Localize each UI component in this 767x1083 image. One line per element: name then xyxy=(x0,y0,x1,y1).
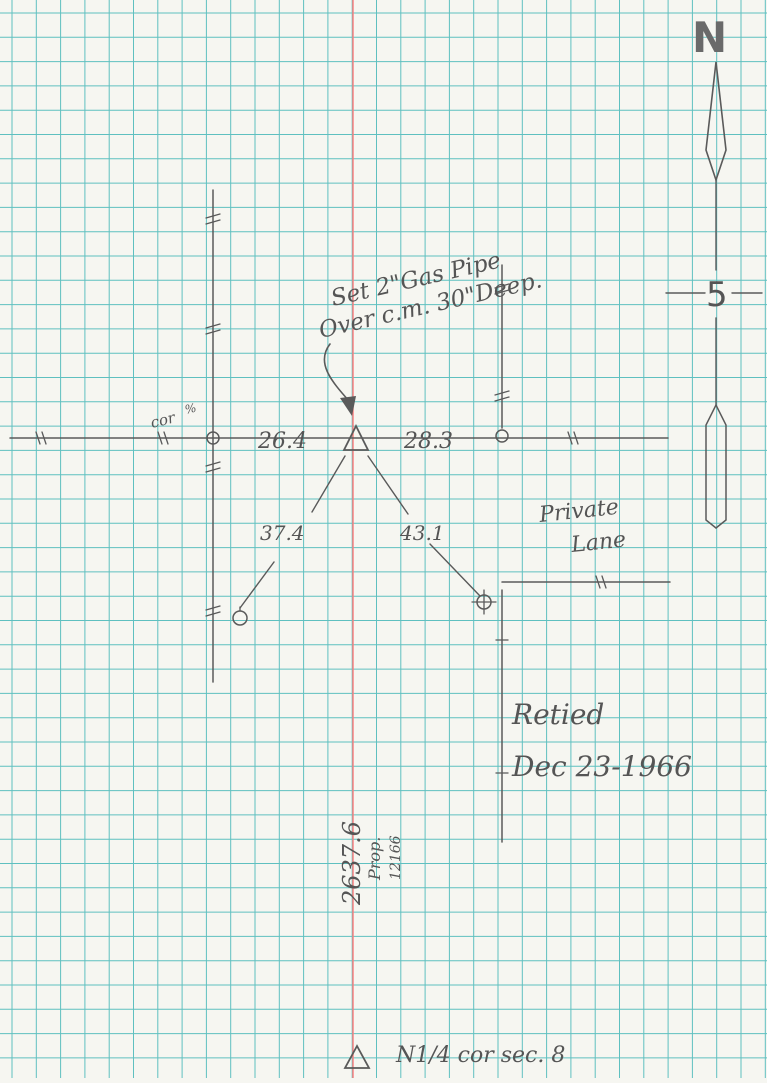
north-arrow: N 5 xyxy=(665,13,763,529)
private-lane-label-2: Lane xyxy=(569,527,627,558)
quarter-corner-label: N1/4 cor sec. 8 xyxy=(395,1043,565,1068)
distance-sw-label: 37.4 xyxy=(260,521,305,545)
tie-line-se-lower xyxy=(429,543,481,597)
corner-monument-east xyxy=(495,429,509,443)
hatch-marks xyxy=(35,213,607,774)
distance-se-label: 43.1 xyxy=(399,521,445,545)
corner-monument-west xyxy=(206,431,220,445)
north-arrow-tail xyxy=(705,403,727,529)
note-arrowhead xyxy=(340,396,356,416)
tie-line-sw-upper xyxy=(311,455,346,513)
retied-label: Retied xyxy=(511,698,604,731)
tie-line-se-upper xyxy=(367,455,409,515)
witness-se-cross xyxy=(471,589,497,615)
section-number: 5 xyxy=(706,275,728,315)
distance-west-label: 26.4 xyxy=(257,429,307,454)
corner-label-suffix: % xyxy=(183,401,197,417)
quarter-corner-triangle xyxy=(343,1044,371,1069)
corner-label: cor xyxy=(149,408,178,432)
vertical-distance-label: 2637.6 xyxy=(338,821,366,906)
tie-line-sw-lower xyxy=(239,561,275,609)
prop-label: Prop. xyxy=(365,837,384,881)
center-triangle xyxy=(342,423,370,451)
retied-date: Dec 23-1966 xyxy=(511,750,692,783)
note-arrow-line xyxy=(323,343,351,403)
north-letter: N xyxy=(692,13,727,62)
distance-east-label: 28.3 xyxy=(403,429,453,454)
prop-code: 12166 xyxy=(388,835,404,880)
